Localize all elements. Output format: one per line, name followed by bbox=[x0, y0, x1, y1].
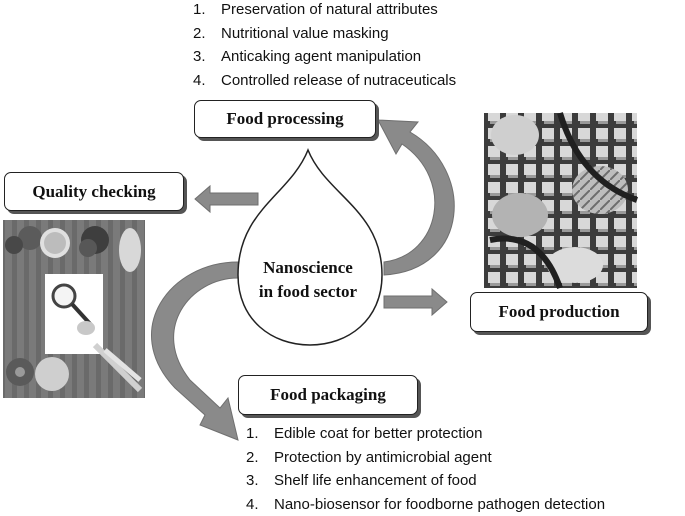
nanoscience-label: Nanoscience in food sector bbox=[258, 258, 358, 301]
food-production-box: Food production bbox=[470, 292, 648, 332]
arrow-production-to-processing bbox=[377, 119, 455, 276]
food-processing-box: Food processing bbox=[194, 100, 376, 138]
list-item: 3.Shelf life enhancement of food bbox=[246, 472, 477, 489]
nanoscience-droplet bbox=[237, 147, 383, 346]
arrow-to-food-packaging bbox=[151, 261, 239, 441]
list-item: 2.Protection by antimicrobial agent bbox=[246, 448, 492, 466]
packaging-applications-list: 1.Edible coat for better protection 2.Pr… bbox=[246, 422, 605, 516]
list-item: 1.Preservation of natural attributes bbox=[193, 1, 438, 18]
quality-checking-photo bbox=[3, 220, 145, 398]
food-packaging-box: Food packaging bbox=[238, 375, 418, 415]
processing-applications-list: 1.Preservation of natural attributes 2.N… bbox=[193, 0, 456, 92]
arrow-to-food-production bbox=[383, 287, 448, 317]
list-item: 4.Controlled release of nutraceuticals bbox=[193, 71, 457, 89]
quality-checking-box: Quality checking bbox=[4, 172, 184, 211]
arrow-to-quality-checking bbox=[194, 184, 259, 214]
list-item: 2.Nutritional value masking bbox=[193, 24, 389, 42]
list-item: 3.Anticaking agent manipulation bbox=[193, 48, 422, 65]
list-item: 1.Edible coat for better protection bbox=[246, 425, 483, 442]
food-production-photo bbox=[484, 112, 638, 289]
list-item: 4.Nano-biosensor for foodborne pathogen … bbox=[246, 495, 606, 513]
